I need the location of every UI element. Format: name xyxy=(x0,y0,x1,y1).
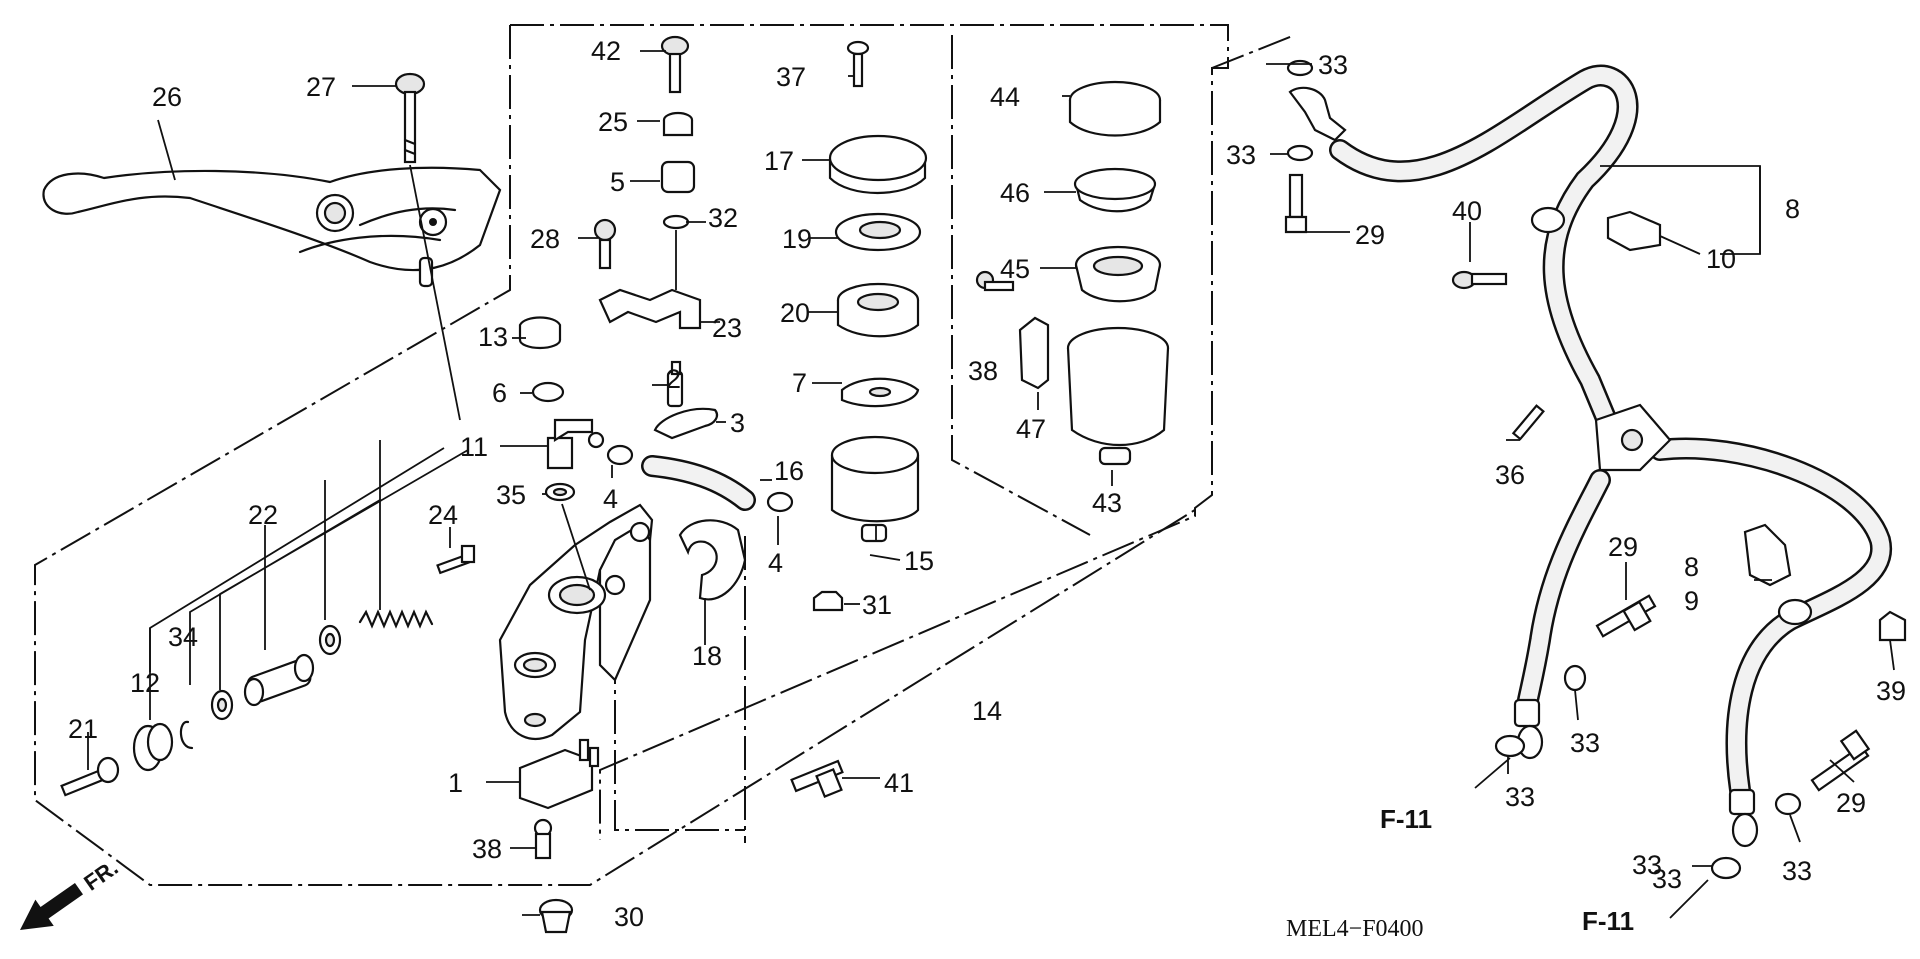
part-label[interactable]: 37 xyxy=(776,62,806,92)
reservoir-outline xyxy=(951,35,1091,536)
part-label[interactable]: 28 xyxy=(530,224,560,254)
part-label[interactable]: 10 xyxy=(1706,244,1736,274)
part-label: 33 xyxy=(1652,864,1682,894)
small-parts xyxy=(518,35,870,513)
diagram-code: MEL4−F0400 xyxy=(1286,916,1424,942)
part-label[interactable]: 31 xyxy=(862,590,892,620)
part-label[interactable]: 6 xyxy=(492,378,507,408)
hose-outline-edge xyxy=(1211,34,1296,69)
part-label[interactable]: 25 xyxy=(598,107,628,137)
leader-lines xyxy=(87,50,1895,919)
part-label[interactable]: 38 xyxy=(968,356,998,386)
part-label[interactable]: 2 xyxy=(666,364,681,394)
part-label[interactable]: 42 xyxy=(591,36,621,66)
part-label[interactable]: 27 xyxy=(306,72,336,102)
part-label[interactable]: 32 xyxy=(708,203,738,233)
pivot-bolt xyxy=(394,72,426,164)
part-label[interactable]: 1 xyxy=(448,768,463,798)
reference-label-right[interactable]: F-11 xyxy=(1582,906,1634,936)
part-label[interactable]: 7 xyxy=(792,368,807,398)
lever-box-outline xyxy=(34,25,1199,886)
part-label[interactable]: 39 xyxy=(1876,676,1906,706)
part-label[interactable]: 12 xyxy=(130,668,160,698)
part-label[interactable]: 43 xyxy=(1092,488,1122,518)
part-label[interactable]: 4 xyxy=(603,484,618,514)
part-label[interactable]: 30 xyxy=(614,902,644,932)
piston-set xyxy=(60,544,476,797)
part-label[interactable]: 46 xyxy=(1000,178,1030,208)
part-label[interactable]: 29 xyxy=(1355,220,1385,250)
part-label[interactable]: 33 xyxy=(1226,140,1256,170)
part-label[interactable]: 15 xyxy=(904,546,934,576)
part-label[interactable]: 9 xyxy=(1684,586,1699,616)
part-labels: 26 27 42 25 5 32 28 23 37 17 19 20 7 44 … xyxy=(68,36,1906,932)
part-label[interactable]: 4 xyxy=(768,548,783,578)
hose-clamp xyxy=(1606,210,1662,252)
part-label[interactable]: 29 xyxy=(1608,532,1638,562)
part-label[interactable]: 44 xyxy=(990,82,1020,112)
part-label[interactable]: 3 xyxy=(730,408,745,438)
part-label[interactable]: 8 xyxy=(1684,552,1699,582)
part-label[interactable]: 23 xyxy=(712,313,742,343)
part-label[interactable]: 8 xyxy=(1785,194,1800,224)
brake-lever xyxy=(42,166,502,288)
part-label[interactable]: 29 xyxy=(1836,788,1866,818)
part-label[interactable]: 21 xyxy=(68,714,98,744)
part-label[interactable]: 13 xyxy=(478,322,508,352)
part-label[interactable]: 16 xyxy=(774,456,804,486)
part-label[interactable]: 33 xyxy=(1570,728,1600,758)
part-label[interactable]: 33 xyxy=(1318,50,1348,80)
part-label[interactable]: 22 xyxy=(248,500,278,530)
part-label[interactable]: 33 xyxy=(1782,856,1812,886)
part-label[interactable]: 11 xyxy=(460,432,488,462)
part-label[interactable]: 36 xyxy=(1495,460,1525,490)
lower-clamp xyxy=(1743,523,1792,587)
part-label[interactable]: 26 xyxy=(152,82,182,112)
switch-screw xyxy=(533,818,553,860)
part-label[interactable]: 35 xyxy=(496,480,526,510)
part-label[interactable]: 45 xyxy=(1000,254,1030,284)
reservoir xyxy=(812,134,928,612)
part-label[interactable]: 5 xyxy=(610,167,625,197)
part-label[interactable]: 34 xyxy=(168,622,198,652)
cap-bolt xyxy=(538,898,574,934)
front-direction-arrow: FR. xyxy=(20,855,123,930)
reference-label-left[interactable]: F-11 xyxy=(1380,804,1432,834)
part-label[interactable]: 17 xyxy=(764,146,794,176)
part-label[interactable]: 24 xyxy=(428,500,458,530)
part-label[interactable]: 40 xyxy=(1452,196,1482,226)
handlebar-clamp xyxy=(678,519,747,601)
part-label[interactable]: 38 xyxy=(472,834,502,864)
part-label[interactable]: 33 xyxy=(1632,850,1662,880)
brake-switch xyxy=(518,738,600,810)
part-label[interactable]: 14 xyxy=(972,696,1002,726)
right-reservoir xyxy=(975,80,1170,466)
part-label[interactable]: 47 xyxy=(1016,414,1046,444)
part-label[interactable]: 41 xyxy=(884,768,914,798)
part-label[interactable]: 19 xyxy=(782,224,812,254)
part-label[interactable]: 20 xyxy=(780,298,810,328)
master-cylinder-outline xyxy=(510,24,1229,840)
master-cylinder-body xyxy=(498,503,654,740)
part-label[interactable]: 18 xyxy=(692,641,722,671)
part-label[interactable]: 33 xyxy=(1505,782,1535,812)
